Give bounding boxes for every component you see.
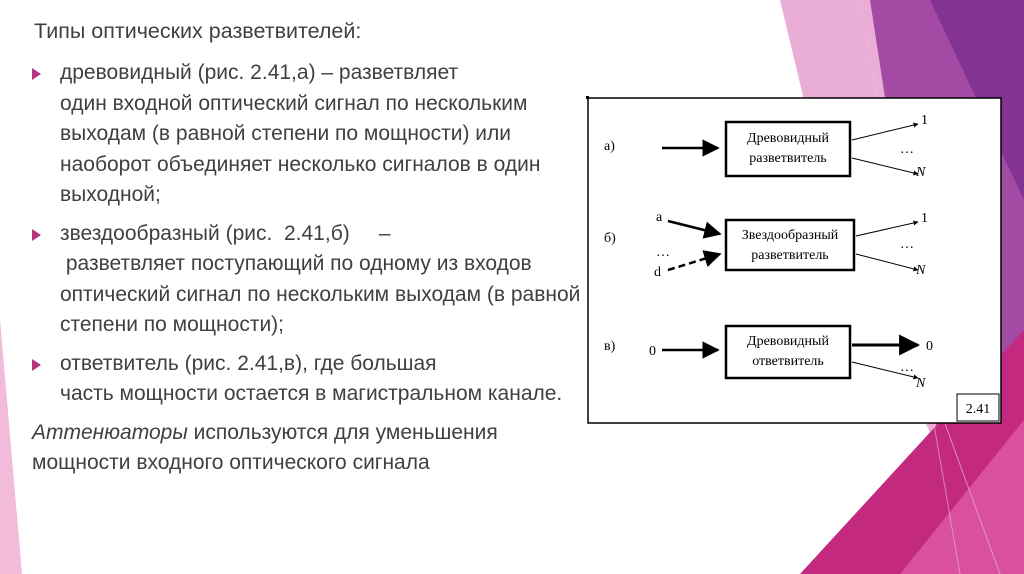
output-label: N [915, 263, 926, 278]
box-label: разветвитель [749, 151, 826, 166]
figure-label-box [956, 393, 1000, 422]
bullet-text-line1: звездообразный (рис. 2.41,б) – [60, 221, 391, 245]
row-label: а) [604, 139, 615, 154]
input-arrow-dashed [667, 250, 722, 272]
splitter-box [724, 120, 852, 178]
output-label: 1 [921, 113, 928, 128]
output-label: 0 [926, 339, 933, 354]
bullet-text-line1: древовидный (рис. 2.41,а) – разветвляет [60, 61, 459, 84]
input-dots: … [656, 245, 670, 260]
box-label: ответвитель [752, 354, 824, 369]
splitter-box [724, 324, 852, 380]
deco-shape-pink [900, 420, 1024, 574]
bullet-tree: древовидный (рис. 2.41,а) – разветвляет … [30, 58, 585, 211]
attenuator-text: используются для уменьшения мощности вхо… [32, 420, 498, 475]
bullet-text: разветвляет поступающий по одному из вхо… [60, 252, 587, 336]
triangle-bullet-icon [32, 358, 41, 371]
box-label: Древовидный [747, 131, 829, 146]
output-arrow [855, 253, 919, 272]
output-label: 1 [921, 211, 928, 226]
output-arrow [855, 220, 919, 237]
slide-text: Типы оптических разветвителей: древовидн… [30, 18, 585, 479]
row-b: б) a … d Звездообразный разветвитель 1 …… [604, 210, 928, 280]
output-dots: … [900, 142, 914, 157]
row-a: а) Древовидный разветвитель 1 … N [604, 113, 928, 180]
bullet-star: звездообразный (рис. 2.41,б) – разветвля… [30, 219, 585, 341]
box-label: разветвитель [751, 248, 828, 263]
output-arrow [851, 361, 919, 380]
output-arrow [851, 157, 919, 176]
box-label: Звездообразный [742, 228, 839, 243]
bullet-text-line1: ответвитель (рис. 2.41,в), где большая [60, 351, 437, 375]
output-dots: … [900, 237, 914, 252]
triangle-bullet-icon [32, 228, 41, 241]
bullet-text: один входной оптический сигнал по нескол… [60, 91, 541, 207]
attenuator-term: Аттенюаторы [32, 420, 188, 444]
row-label: б) [604, 231, 616, 246]
output-label: N [915, 376, 926, 391]
input-arrow [667, 219, 722, 239]
bullet-tap: ответвитель (рис. 2.41,в), где большая ч… [30, 349, 585, 410]
box-label: Древовидный [747, 334, 829, 349]
output-arrow [851, 122, 919, 141]
triangle-bullet-icon [32, 68, 41, 80]
bullet-text: часть мощности остается в магистральном … [60, 382, 563, 405]
slide-heading: Типы оптических разветвителей: [34, 19, 362, 43]
output-dots: … [900, 360, 914, 375]
deco-shape-left [0, 320, 22, 574]
output-label: N [915, 165, 926, 180]
row-c: в) 0 Древовидный ответвитель 0 … N [604, 324, 933, 391]
input-label: d [654, 265, 661, 280]
splitter-box [724, 218, 856, 272]
input-label: a [656, 210, 663, 225]
figure-label: 2.41 [966, 402, 991, 417]
frame-corner [586, 96, 589, 99]
splitter-diagram: а) Древовидный разветвитель 1 … N б) a …… [586, 96, 1002, 424]
row-label: в) [604, 339, 616, 354]
input-label: 0 [649, 344, 656, 359]
attenuator-paragraph: Аттенюаторы используются для уменьшения … [32, 418, 585, 479]
